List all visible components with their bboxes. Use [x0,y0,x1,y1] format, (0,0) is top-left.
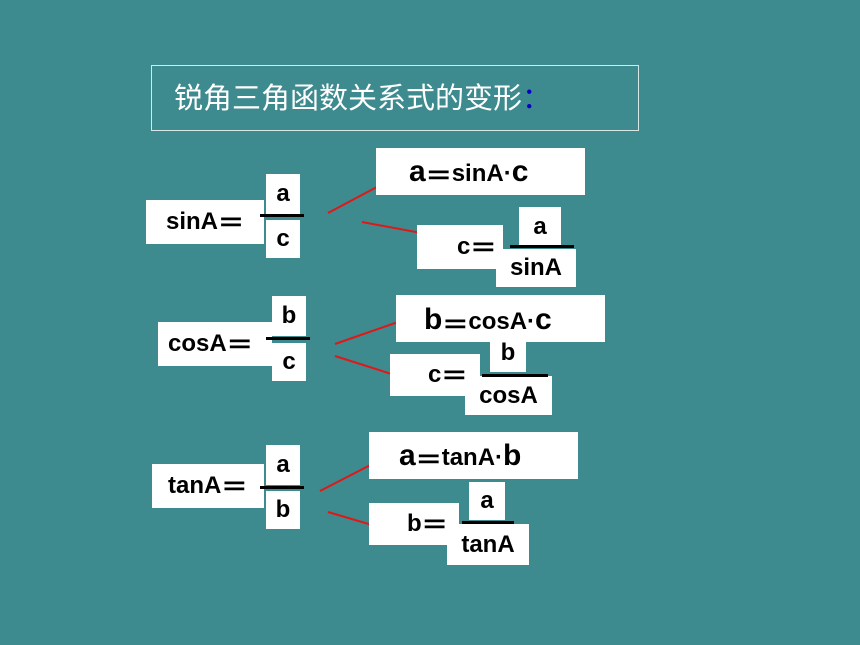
sin-form-product: a＝sinA·c [376,148,585,195]
dot-operator: · [503,160,512,187]
tan-form-quotient-lhs: b＝ [369,503,459,545]
equals-sign: ＝ [441,360,468,391]
equals-sign: ＝ [470,232,497,263]
form-func: cosA [468,308,528,335]
fraction-bar [266,337,310,340]
tan-numerator: a [266,445,300,485]
form-lhs: a [399,439,416,472]
equals-sign: ＝ [221,471,248,502]
equals-sign: ＝ [218,207,245,238]
quotient-denominator: cosA [465,376,552,415]
form-func: tanA [441,444,496,471]
cos-form-product: b＝cosA·c [396,295,605,342]
form-lhs: b [424,303,443,336]
fraction-bar [260,214,304,217]
dot-operator: · [495,444,504,471]
cos-denominator: c [272,343,306,381]
sin-label: sinA [166,208,219,235]
tan-definition-lhs: tanA＝ [152,464,264,508]
quotient-numerator: a [469,482,505,520]
equals-sign: ＝ [442,309,469,340]
fraction-bar [260,486,304,489]
sin-denominator: c [266,220,300,258]
form-factor: c [511,155,529,188]
cos-numerator: b [272,296,306,336]
tan-label: tanA [168,472,222,499]
dot-operator: · [527,308,536,335]
equals-sign: ＝ [421,509,448,540]
tan-form-product: a＝tanA·b [369,432,578,479]
fraction-bar [510,245,574,248]
quotient-numerator: a [519,207,561,247]
fraction-bar [482,374,548,377]
equals-sign: ＝ [415,445,442,476]
connector-line [334,321,399,345]
sin-form-quotient-lhs: c＝ [417,225,503,269]
cos-definition-lhs: cosA＝ [158,322,272,366]
tan-denominator: b [266,491,300,529]
form-factor: c [535,303,552,336]
form-func: sinA [451,160,504,187]
sin-definition-lhs: sinA＝ [146,200,264,244]
quotient-denominator: tanA [447,524,529,565]
title-colon: ： [522,81,552,115]
form-lhs: a [409,155,426,188]
title-text: 锐角三角函数关系式的变形 [174,81,523,115]
form-lhs: b [407,510,422,537]
title-box: 锐角三角函数关系式的变形： [151,65,639,131]
cos-label: cosA [168,330,227,357]
equals-sign: ＝ [425,161,452,192]
fraction-bar [462,521,514,524]
sin-numerator: a [266,174,300,214]
quotient-denominator: sinA [496,249,576,287]
form-lhs: c [457,233,471,260]
equals-sign: ＝ [226,329,253,360]
form-lhs: c [428,361,442,388]
quotient-numerator: b [490,338,526,372]
form-factor: b [503,439,522,472]
